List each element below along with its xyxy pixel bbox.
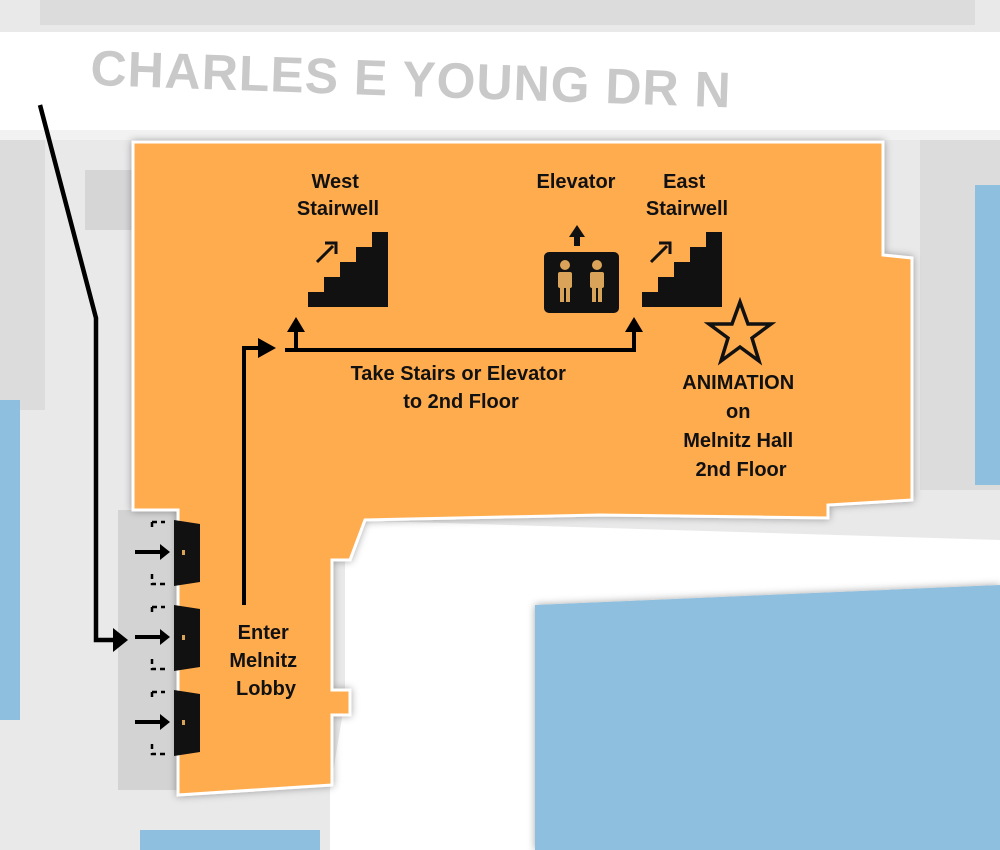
west-stairwell-icon[interactable] — [308, 232, 388, 307]
arrow-up-west-icon — [287, 317, 305, 332]
street — [0, 32, 1000, 130]
door-knob-icon — [182, 550, 185, 555]
small-block — [85, 170, 135, 230]
stairs-arrow-icon — [649, 244, 669, 264]
destination-label: ANIMATION on Melnitz Hall 2nd Floor — [682, 372, 799, 481]
water-block-south — [140, 830, 320, 850]
approach-arrow-icon — [113, 628, 128, 652]
arrow-head-icon — [160, 629, 170, 645]
door-frame-icon — [150, 690, 165, 756]
water-block-southeast — [535, 585, 1000, 850]
entrance-plaza — [118, 510, 178, 790]
route-arrow-icon — [258, 338, 276, 358]
stairs-up-icon — [642, 232, 722, 307]
stairs-arrowhead-icon — [659, 241, 672, 254]
arrow-head-icon — [160, 714, 170, 730]
stairs-arrowhead-icon — [325, 241, 338, 254]
destination-star-icon[interactable] — [703, 296, 777, 366]
door-frame-icon — [150, 520, 165, 586]
east-stairwell-icon[interactable] — [642, 232, 722, 307]
arrow-head-icon — [160, 544, 170, 560]
elevator-up-arrow-icon — [569, 225, 585, 237]
elevator-icon[interactable] — [544, 225, 619, 313]
street-edge — [0, 130, 1000, 140]
door-icon — [174, 520, 200, 586]
elevator-person-icon — [590, 260, 604, 302]
door-knob-icon — [182, 635, 185, 640]
west-block-upper — [0, 130, 45, 410]
arrow-up-east-icon — [625, 317, 643, 332]
elevator-car — [544, 252, 619, 313]
door-entrance-1[interactable] — [135, 520, 200, 586]
elevator-arrow-shaft — [574, 236, 580, 246]
entrance-label: Enter Melnitz Lobby — [229, 622, 302, 700]
stairs-arrow-icon — [315, 244, 335, 264]
north-block — [40, 0, 975, 25]
door-entrance-3[interactable] — [135, 690, 200, 756]
water-block-west — [0, 400, 20, 720]
elevator-label: Elevator — [537, 171, 616, 193]
door-frame-icon — [150, 605, 165, 671]
stairs-up-icon — [308, 232, 388, 307]
door-knob-icon — [182, 720, 185, 725]
approach-route-line — [37, 104, 118, 643]
door-icon — [174, 605, 200, 671]
east-stairwell-label: East Stairwell — [646, 171, 728, 220]
elevator-person-icon — [558, 260, 572, 302]
door-entrance-2[interactable] — [135, 605, 200, 671]
west-stairwell-label: West Stairwell — [297, 171, 379, 220]
water-block-east — [975, 185, 1000, 485]
door-icon — [174, 690, 200, 756]
route-instruction: Take Stairs or Elevator to 2nd Floor — [351, 363, 572, 413]
